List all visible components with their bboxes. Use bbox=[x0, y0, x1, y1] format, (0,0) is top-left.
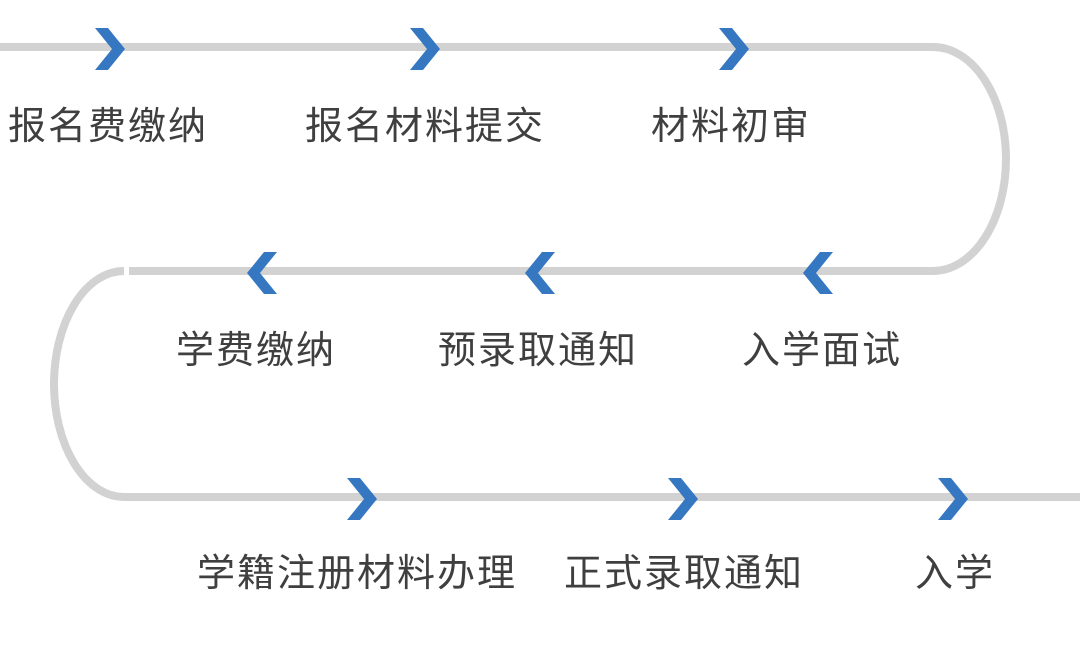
step-label-official-admission-notice: 正式录取通知 bbox=[564, 553, 805, 595]
chevron-right-icon bbox=[938, 478, 968, 520]
chevron-right-icon bbox=[719, 28, 749, 70]
chevron-right-icon bbox=[95, 28, 125, 70]
step-label-admission-interview: 入学面试 bbox=[742, 330, 903, 372]
flow-line-bottom-segment bbox=[49, 267, 1080, 501]
chevron-left-icon bbox=[803, 252, 833, 294]
chevron-right-icon bbox=[668, 478, 698, 520]
step-label-student-registration-materials: 学籍注册材料办理 bbox=[197, 553, 518, 595]
step-label-registration-fee-payment: 报名费缴纳 bbox=[8, 106, 209, 148]
step-label-preliminary-material-review: 材料初审 bbox=[651, 106, 812, 148]
flow-line-top-segment bbox=[0, 43, 1011, 275]
chevron-right-icon bbox=[410, 28, 440, 70]
chevron-right-icon bbox=[347, 478, 377, 520]
chevron-left-icon bbox=[525, 252, 555, 294]
step-label-pre-admission-notice: 预录取通知 bbox=[438, 330, 639, 372]
step-label-application-materials-submission: 报名材料提交 bbox=[305, 106, 546, 148]
step-label-enrollment: 入学 bbox=[915, 553, 996, 595]
step-label-tuition-payment: 学费缴纳 bbox=[176, 330, 337, 372]
chevron-left-icon bbox=[247, 252, 277, 294]
